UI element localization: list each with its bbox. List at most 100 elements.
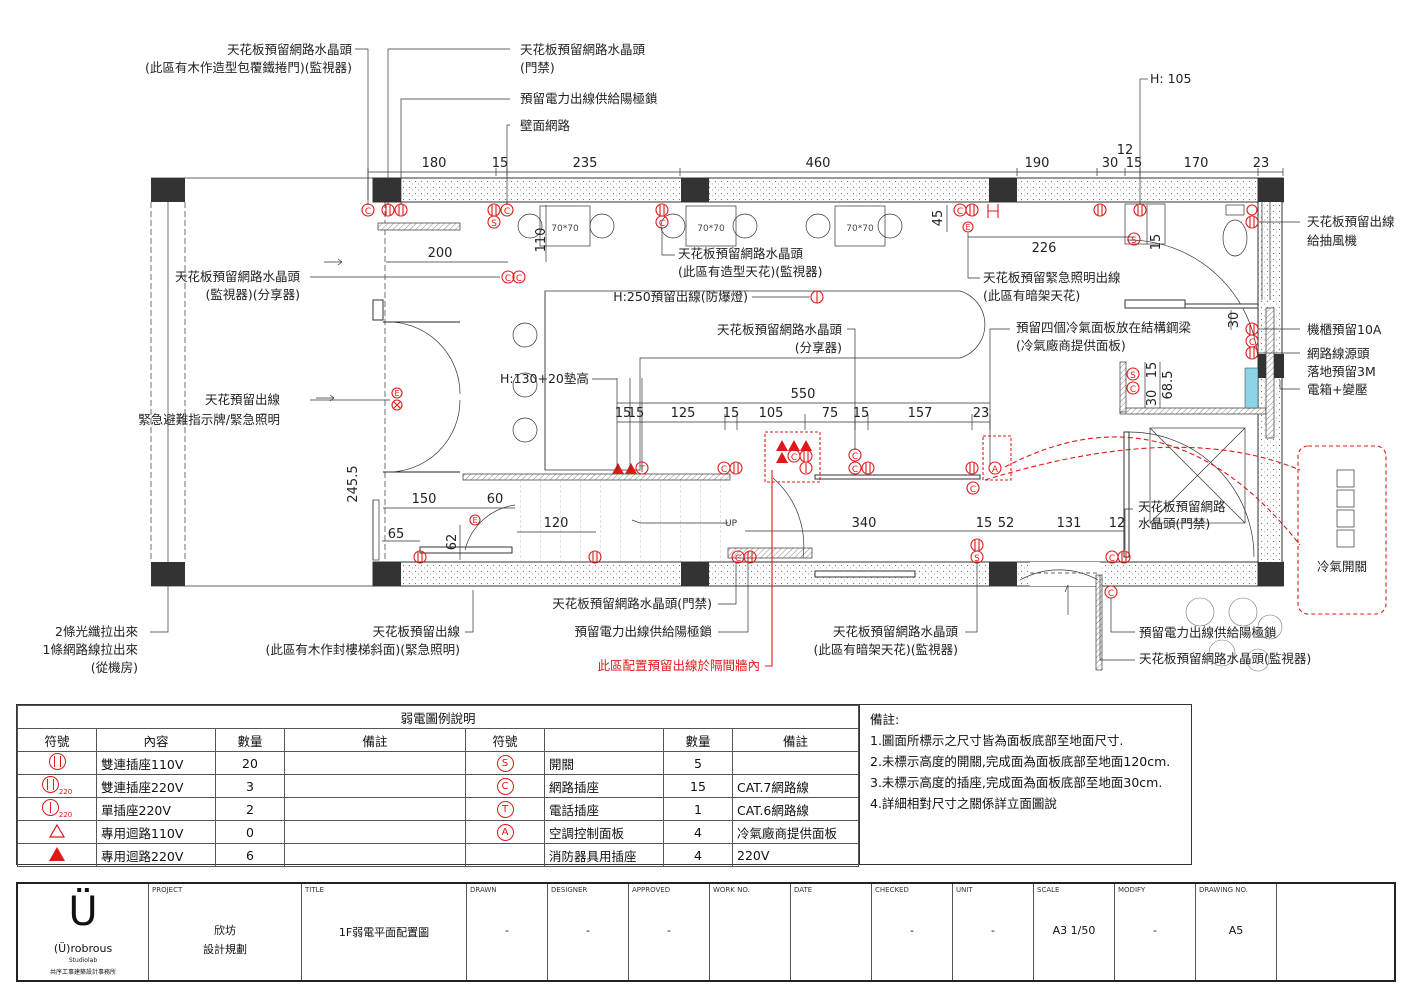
dim-mid-15c: 15: [723, 406, 740, 421]
label-exhaust-fan: 天花板預留出線: [1307, 214, 1395, 229]
label-panel-transformer: 電箱+變壓: [1307, 382, 1367, 397]
tb-value: -: [667, 924, 671, 937]
leader-lines: [150, 48, 1300, 661]
legend-note: 220V: [732, 843, 859, 867]
single-outlet-220v-icon: [41, 799, 59, 816]
svg-text:C: C: [365, 207, 371, 217]
legend-header-qty: 數量: [215, 728, 285, 752]
firm-logo: Ü (Ü)robrous Studiolab 共序工事建築設計事務所: [18, 884, 148, 980]
legend-item: 消防器具用插座: [544, 843, 664, 867]
notes-title: 備註:: [870, 712, 900, 727]
tb-project-sub: 設計規劃: [203, 943, 247, 956]
label-fiber: 2條光纖拉出來: [55, 624, 138, 639]
dim-top-460: 460: [806, 156, 831, 171]
label-partition-wiring: 此區配置預留出線於隔間牆內: [597, 658, 760, 673]
svg-text:C: C: [852, 452, 858, 462]
dim-52: 52: [998, 516, 1015, 531]
tb-header: UNIT: [956, 886, 973, 894]
legend-item: 雙連插座220V: [96, 774, 216, 798]
label-power-anode-lock-top: 預留電力出線供給陽極鎖: [520, 91, 658, 106]
tb-approved: APPROVED -: [628, 884, 709, 980]
dim-top-180: 180: [422, 156, 447, 171]
tb-value: A5: [1228, 924, 1244, 937]
legend-qty: 2: [215, 797, 285, 821]
aircon-switch-label: 冷氣開關: [1317, 559, 1367, 574]
dim-550: 550: [791, 387, 816, 402]
tb-blank: [1276, 884, 1394, 980]
svg-text:E: E: [965, 223, 970, 232]
legend-row: 專用迴路220V 6 消防器具用插座 4 220V: [17, 843, 859, 867]
label-ceiling-rj45-left-note: (監視器)(分享器): [205, 287, 300, 302]
tb-value: -: [991, 924, 995, 937]
dimension-texts: 180 15 235 460 190 30 15 170 23 12 200 1…: [346, 143, 1269, 550]
legend-qty: 4: [663, 843, 733, 867]
label-ceiling-rj45-mid-note: (此區有造型天花)(監視器): [678, 264, 823, 279]
tb-header: DRAWING NO.: [1199, 886, 1248, 894]
tb-header: DESIGNER: [551, 886, 588, 894]
label-network-cable: 1條網路線拉出來: [43, 642, 139, 657]
label-ceiling-rj45-rolling-door: 天花板預留網路水晶頭: [227, 42, 353, 57]
legend-item: 電話插座: [544, 797, 664, 821]
label-emergency-sign: 天花預留出線: [205, 392, 281, 407]
trees: [1185, 597, 1283, 672]
svg-text:C: C: [721, 465, 727, 475]
label-emergency-sign-note: 緊急避難指示牌/緊急照明: [138, 412, 280, 427]
label-ceiling-rj45-router: 天花板預留網路水晶頭: [717, 322, 843, 337]
tb-header: TITLE: [305, 886, 324, 894]
legend-item: 網路插座: [544, 774, 664, 798]
label-aircon-panels-note: (冷氣廠商提供面板): [1016, 338, 1126, 353]
legend-note: [284, 751, 466, 775]
tb-header: WORK NO.: [713, 886, 750, 894]
svg-text:E: E: [472, 516, 477, 525]
tb-header: DATE: [794, 886, 813, 894]
tb-header: MODIFY: [1118, 886, 1146, 894]
dim-mid-15d: 15: [853, 406, 870, 421]
svg-text:C: C: [970, 485, 976, 495]
svg-text:S: S: [1131, 236, 1137, 246]
dim-65: 65: [388, 527, 405, 542]
tb-header: DRAWN: [470, 886, 497, 894]
svg-text:S: S: [974, 554, 980, 564]
interior: 70*70 70*70 70*70 UP: [372, 202, 1387, 672]
sub-220: 220: [58, 788, 73, 796]
label-exhaust-fan-note: 給抽風機: [1307, 233, 1358, 248]
legend-qty: 4: [663, 820, 733, 844]
svg-text:C: C: [659, 219, 665, 229]
legend-note: CAT.7網路線: [732, 774, 859, 798]
legend-note: [732, 751, 859, 775]
label-ceiling-outlet-stairs: 天花板預留出線: [372, 624, 460, 639]
dim-top-170: 170: [1184, 156, 1209, 171]
dim-68-5: 68.5: [1161, 371, 1176, 400]
legend-qty: 15: [663, 774, 733, 798]
svg-text:C: C: [1108, 589, 1114, 599]
legend-header-symbol: 符號: [17, 728, 97, 752]
dim-15a: 15: [1149, 234, 1164, 251]
label-ceiling-outlet-stairs-note: (此區有木作封樓梯斜面)(緊急照明): [265, 642, 460, 657]
legend-note: [284, 843, 466, 867]
tb-designer: DESIGNER -: [547, 884, 628, 980]
svg-text:C: C: [957, 207, 963, 217]
legend-header-symbol-2: 符號: [465, 728, 545, 752]
note-item: 4.詳細相對尺寸之關係詳立面圖說: [870, 796, 1057, 811]
annotations: 天花板預留網路水晶頭 (此區有木作造型包覆鐵捲門)(監視器) 天花板預留網路水晶…: [43, 42, 1395, 675]
note-item: 3.未標示高度的插座,完成面為面板底部至地面30cm.: [870, 775, 1163, 790]
legend-item: 專用迴路110V: [96, 820, 216, 844]
label-ceiling-rj45-left: 天花板預留網路水晶頭: [175, 269, 301, 284]
legend-header-note-2: 備註: [732, 728, 859, 752]
tb-work-no: WORK NO.: [709, 884, 790, 980]
dim-mid-125: 125: [671, 406, 696, 421]
dim-60: 60: [487, 492, 504, 507]
tb-checked: CHECKED -: [871, 884, 952, 980]
legend-item: 開關: [544, 751, 664, 775]
legend-symbol-empty: [465, 843, 545, 867]
logo-sub: Studiolab: [68, 957, 98, 964]
tb-modify: MODIFY -: [1114, 884, 1195, 980]
box-label-1: 70*70: [551, 224, 579, 234]
dim-top-12: 12: [1117, 143, 1134, 158]
tb-project: PROJECT 欣坊 設計規劃: [148, 884, 301, 980]
dim-150: 150: [412, 492, 437, 507]
tb-header: PROJECT: [152, 886, 183, 894]
dedicated-220v-icon: [49, 846, 65, 861]
legend-row: 專用迴路110V 0 A 空調控制面板 4 冷氣廠商提供面板: [17, 820, 859, 844]
label-emergency-light-note: (此區有暗架天花): [983, 288, 1080, 303]
